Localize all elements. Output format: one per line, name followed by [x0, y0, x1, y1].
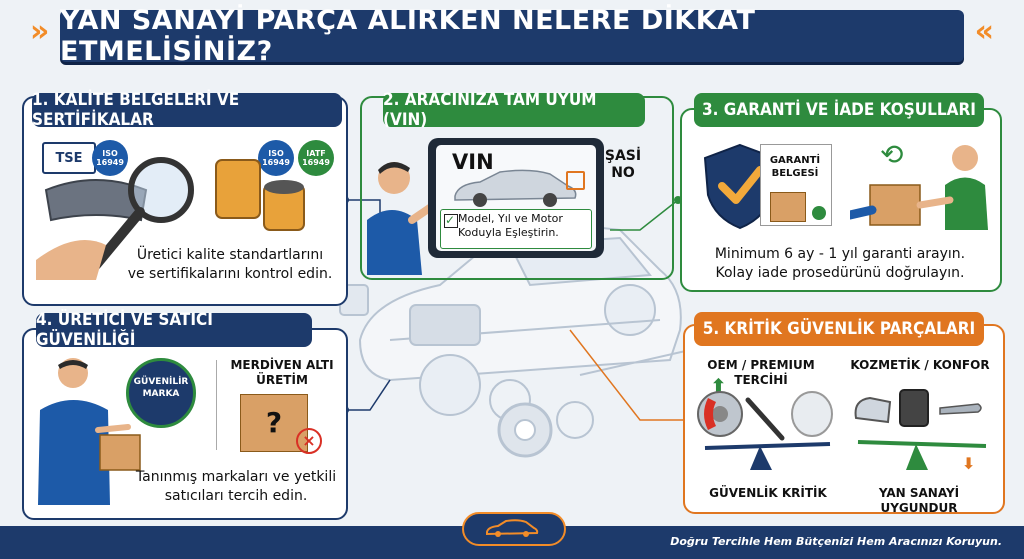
footer-car-icon [486, 519, 539, 537]
vin-marker [566, 171, 585, 190]
brake-disc-tie-rod-airbag-illustration [697, 391, 833, 470]
counterfeit-label: MERDİVEN ALTI ÜRETİM [228, 358, 336, 388]
section2-title: 2. ARACINIZA TAM UYUM (VIN) [383, 90, 645, 130]
checkbox-icon: ✓ [444, 214, 458, 228]
box-icon [770, 192, 806, 222]
section1-line2: ve sertifikalarını kontrol edin. [127, 266, 333, 282]
car-icon [454, 169, 577, 207]
match-line1: Model, Yıl ve Motor [458, 212, 563, 225]
chassis-line1: ŞASİ [604, 148, 642, 164]
section1-title: 1. KALİTE BELGELERİ VE SERTİFİKALAR [32, 90, 342, 130]
match-box [440, 209, 592, 249]
match-text: Model, Yıl ve Motor Koduyla Eşleştirin. [458, 212, 563, 240]
person-pointing-illustration [367, 161, 437, 275]
section1-line1: Üretici kalite standartlarını [136, 247, 324, 263]
iatf-badge: IATF 16949 [298, 140, 334, 176]
oem-line2: TERCİHİ [734, 373, 788, 387]
oem-label: OEM / PREMIUM TERCİHİ [696, 358, 826, 388]
section5-title: 5. KRİTİK GÜVENLİK PARÇALARI [694, 312, 984, 346]
footer-text: Doğru Tercihle Hem Bütçenizi Hem Aracını… [670, 535, 1002, 548]
section3-line1: Minimum 6 ay - 1 yıl garanti arayın. [714, 246, 966, 262]
iso-badge-1: ISO 16949 [92, 140, 128, 176]
vin-label: VIN [452, 150, 494, 174]
section3-line2: Kolay iade prosedürünü doğrulayın. [715, 265, 965, 281]
down-arrow-icon: ⬇ [962, 454, 976, 473]
page-title: YAN SANAYİ PARÇA ALIRKEN NELERE DİKKAT E… [60, 5, 756, 67]
iso-badge-2: ISO 16949 [258, 140, 294, 176]
brake-pad-filter-magnifier-illustration [36, 157, 305, 280]
section4-title: 4. ÜRETİCİ VE SATICI GÜVENİLİĞİ [36, 310, 312, 350]
divider [216, 360, 217, 450]
safety-critical-label: GÜVENLİK KRİTİK [709, 486, 827, 500]
section4-line2: satıcıları tercih edin. [164, 488, 308, 504]
refresh-icon: ⟲ [880, 138, 904, 171]
car-wireframe-illustration [339, 225, 691, 439]
person-handing-box-illustration [850, 145, 988, 230]
counterfeit-line2: ÜRETİM [256, 373, 308, 387]
oem-line1: OEM / PREMIUM [707, 358, 815, 372]
section3-title: 3. GARANTİ VE İADE KOŞULLARI [694, 93, 984, 127]
match-line2: Koduyla Eşleştirin. [458, 226, 559, 239]
trusted-brand-line2: MARKA [142, 389, 180, 399]
seal-icon [812, 206, 826, 220]
warranty-doc-line1: GARANTİ [769, 155, 821, 166]
trusted-brand-seal [126, 358, 196, 428]
warranty-doc-text: GARANTİ BELGESİ [762, 154, 828, 180]
reject-icon: × [296, 428, 322, 454]
chassis-label: ŞASİ NO [602, 148, 644, 182]
cosmetic-label: KOZMETİK / KONFOR [850, 358, 990, 372]
right-chevron-icon: « [974, 14, 994, 49]
footer-car-badge [462, 512, 566, 546]
title-banner: YAN SANAYİ PARÇA ALIRKEN NELERE DİKKAT E… [60, 5, 964, 67]
left-chevron-icon: » [30, 14, 50, 49]
mirror-mat-handle-illustration [854, 389, 987, 470]
chassis-line2: NO [611, 165, 635, 181]
trusted-brand-line1: GÜVENİLİR [133, 377, 189, 387]
counterfeit-line1: MERDİVEN ALTI [230, 358, 334, 372]
wheel-icon [497, 402, 553, 458]
person-with-box-illustration [38, 358, 141, 505]
aftermarket-ok-label: YAN SANAYİ UYGUNDUR [878, 486, 960, 515]
trusted-brand-text: GÜVENİLİR MARKA [126, 376, 196, 400]
warranty-doc-line2: BELGESİ [771, 168, 819, 179]
section4-line1: Tanınmış markaları ve yetkili [135, 469, 337, 485]
